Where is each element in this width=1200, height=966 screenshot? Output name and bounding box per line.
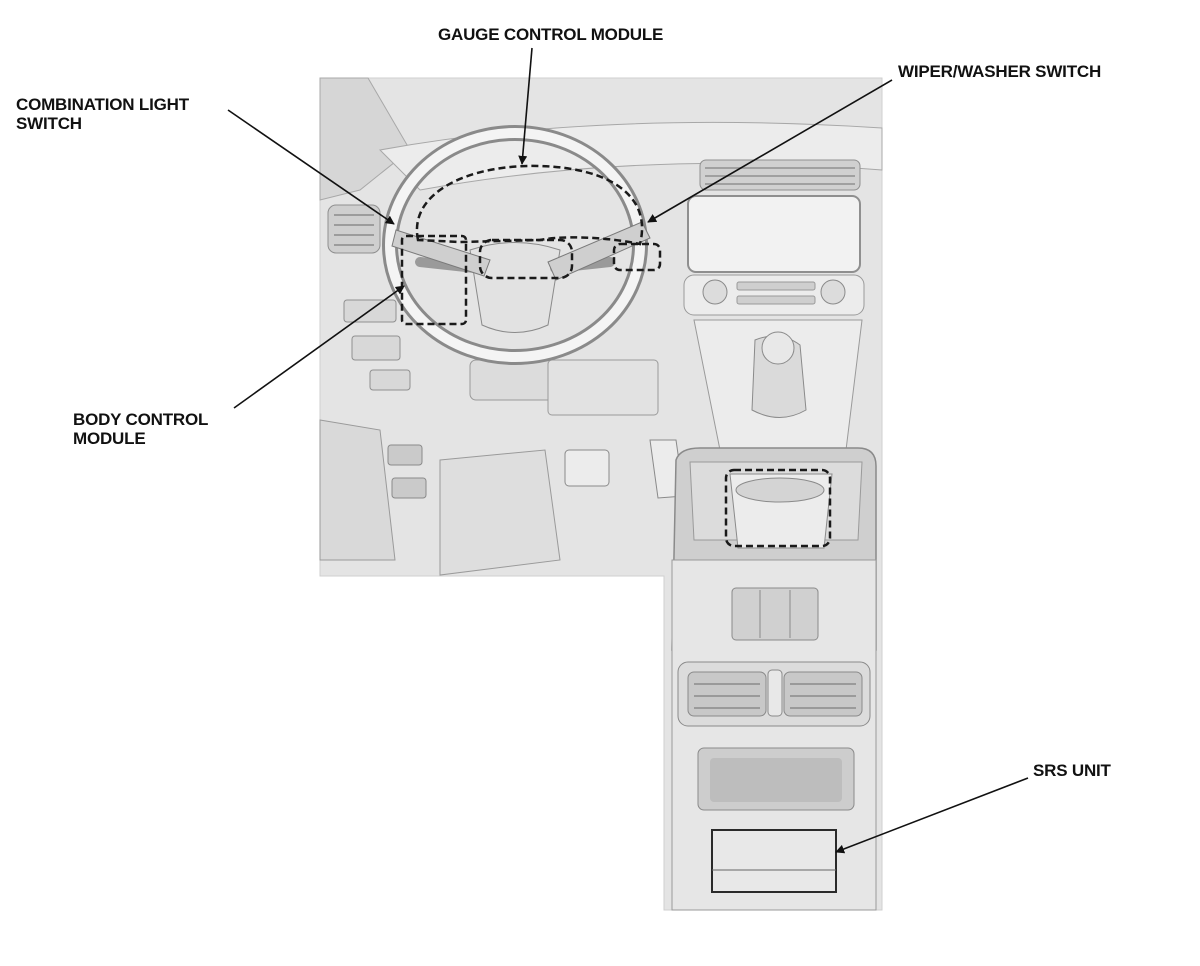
a-pillar bbox=[319, 77, 411, 201]
body-control-module-label-line-1: BODY CONTROL bbox=[73, 410, 209, 429]
combination-light-stalk bbox=[391, 229, 491, 277]
right-climate-knob bbox=[820, 279, 846, 305]
srs-unit-box bbox=[711, 829, 837, 893]
wiper-switch-outline bbox=[612, 242, 662, 272]
wiper-washer-switch-leader bbox=[647, 79, 893, 223]
steering-wheel-hub bbox=[469, 242, 561, 333]
srs-unit-label: SRS UNIT bbox=[1033, 761, 1111, 780]
combination-light-switch-label-line-2: SWITCH bbox=[16, 114, 82, 133]
body-control-module-label: BODY CONTROL MODULE bbox=[73, 410, 208, 448]
srs-unit-leader bbox=[835, 777, 1029, 854]
floor-mat bbox=[439, 449, 561, 576]
wiper-washer-stalk bbox=[547, 221, 651, 281]
center-display bbox=[687, 195, 861, 273]
cup-holder-outline bbox=[724, 468, 832, 548]
gauge-control-module-outline bbox=[415, 164, 644, 246]
gauge-control-module-leader bbox=[518, 47, 533, 165]
brake-pedal bbox=[564, 449, 610, 487]
combination-light-switch-label-line-1: COMBINATION LIGHT bbox=[16, 95, 189, 114]
climate-panel bbox=[683, 274, 865, 316]
center-switch-outline bbox=[478, 238, 574, 280]
gauge-control-module-label: GAUGE CONTROL MODULE bbox=[438, 25, 664, 44]
body-control-module-leader bbox=[233, 285, 405, 409]
combination-light-switch-label: COMBINATION LIGHT SWITCH bbox=[16, 95, 189, 133]
body-control-module-label-line-2: MODULE bbox=[73, 429, 146, 448]
left-air-vent bbox=[327, 204, 381, 254]
door-trim bbox=[319, 419, 396, 561]
wiper-washer-switch-label: WIPER/WASHER SWITCH bbox=[898, 62, 1102, 81]
body-control-module-outline bbox=[400, 234, 468, 326]
lower-dash bbox=[547, 359, 659, 416]
rear-console-switches bbox=[731, 587, 819, 641]
combination-light-switch-leader bbox=[227, 109, 395, 225]
left-climate-knob bbox=[702, 279, 728, 305]
